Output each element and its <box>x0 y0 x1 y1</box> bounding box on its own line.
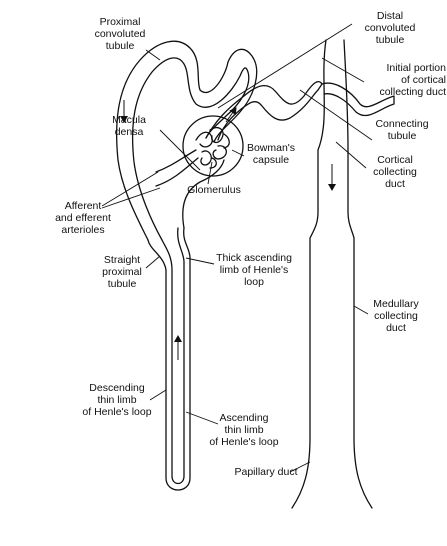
bowmans-capsule <box>182 115 244 177</box>
leader-macula <box>159 129 201 171</box>
leader-ascending <box>185 411 219 425</box>
label-proximal-convoluted-tubule: Proximal convoluted tubule <box>94 16 146 52</box>
label-thick-ascending-limb: Thick ascending limb of Henle's loop <box>216 252 292 288</box>
label-distal-convoluted-tubule: Distal convoluted tubule <box>364 10 416 46</box>
label-papillary-duct: Papillary duct <box>234 466 298 478</box>
leader-descending <box>149 389 167 401</box>
leader-thick <box>185 257 215 265</box>
efferent-arteriole <box>155 157 199 187</box>
label-straight-proximal-tubule: Straight proximal tubule <box>102 254 142 290</box>
distal-convoluted-tubule <box>205 81 323 141</box>
leader-initial <box>321 57 365 83</box>
leader-distal <box>217 23 353 109</box>
descending-limb-inner <box>161 227 185 485</box>
afferent-arteriole <box>155 149 197 173</box>
leader-connecting <box>299 89 373 141</box>
cortical-collecting-duct-left <box>291 39 327 509</box>
leader-bowman <box>231 149 245 157</box>
label-descending-thin-limb: Descending thin limb of Henle's loop <box>82 382 152 418</box>
label-ascending-thin-limb: Ascending thin limb of Henle's loop <box>209 412 279 448</box>
descending-limb-outer <box>147 227 191 491</box>
leader-straight <box>145 255 161 269</box>
leader-medullary <box>353 305 369 315</box>
leader-cortical <box>335 141 367 169</box>
label-glomerulus: Glomerulus <box>187 184 241 196</box>
label-afferent-efferent-arterioles: Afferent and efferent arterioles <box>55 200 111 236</box>
label-cortical-collecting-duct: Cortical collecting duct <box>373 154 417 190</box>
leader-arteriole-1 <box>101 171 159 207</box>
cortical-collecting-duct-right <box>343 39 373 509</box>
label-macula-densa: Macula densa <box>112 114 146 138</box>
glomerulus <box>195 126 230 169</box>
label-bowmans-capsule: Bowman's capsule <box>246 142 296 166</box>
leader-papillary <box>289 461 311 473</box>
label-medullary-collecting-duct: Medullary collecting duct <box>373 298 419 334</box>
leader-glomerulus <box>207 161 213 185</box>
flow-arrow-distal <box>225 107 237 123</box>
label-initial-cortical-collecting-duct: Initial portion of cortical collecting d… <box>379 62 446 98</box>
leader-arteriole-2 <box>101 187 161 209</box>
thick-ascending-limb <box>182 159 225 229</box>
label-connecting-tubule: Connecting tubule <box>375 118 429 142</box>
proximal-convoluted-tubule-inner <box>131 57 250 241</box>
leader-proximal <box>145 49 161 61</box>
